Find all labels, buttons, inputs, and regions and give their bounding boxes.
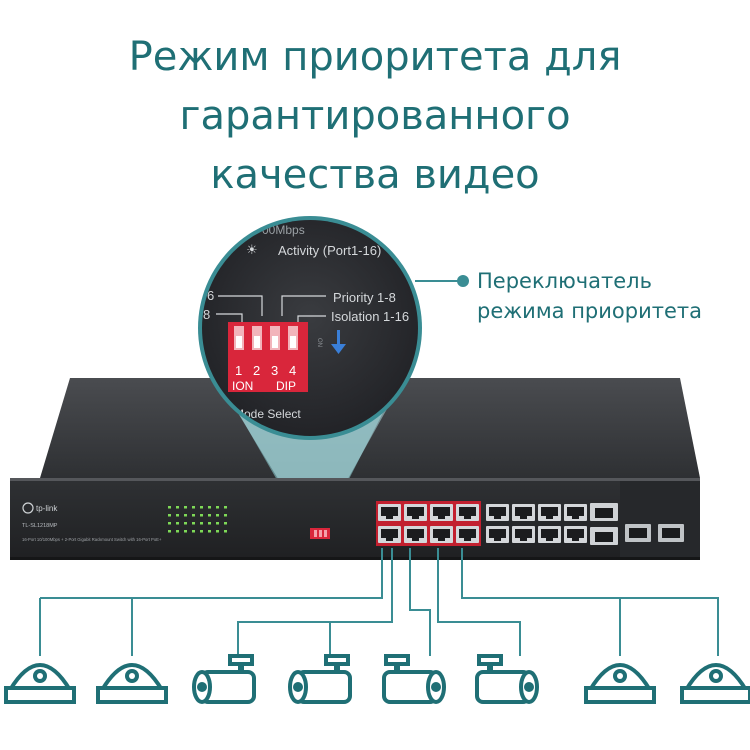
dome-camera-icon [584, 663, 656, 704]
status-led [216, 506, 219, 509]
status-led [184, 522, 187, 525]
dip-number-1: 1 [235, 363, 242, 378]
status-led [176, 514, 179, 517]
wire-bus-right-inner [437, 548, 521, 656]
status-led [208, 514, 211, 517]
status-led [216, 522, 219, 525]
status-led [184, 514, 187, 517]
dip-number-4: 4 [289, 363, 296, 378]
dip-number-3: 3 [271, 363, 278, 378]
dome-camera-icon [96, 663, 168, 704]
status-led [208, 522, 211, 525]
status-led [168, 506, 171, 509]
headline-line-1: Режим приоритета для [128, 34, 622, 80]
headline-line-2: гарантированного [179, 93, 571, 139]
left-number-6: 6 [207, 288, 214, 303]
brand-logo: tp-link [22, 502, 58, 514]
status-led [192, 530, 195, 533]
dip-number-2: 2 [253, 363, 260, 378]
wire-bus-left-outer [39, 548, 383, 656]
wire-bus-left-inner [237, 548, 393, 656]
status-led [208, 530, 211, 533]
uplink-ports [590, 503, 684, 545]
dome-camera-icon [4, 663, 76, 704]
status-led [216, 514, 219, 517]
status-led [176, 506, 179, 509]
dip-side-mark: ON [316, 338, 322, 347]
led-indicators [168, 506, 227, 533]
wire-bus-right-outer [461, 548, 719, 656]
status-led [200, 514, 203, 517]
wire-center [409, 548, 431, 656]
headline-line-3: качества видео [210, 152, 540, 198]
callout-line [415, 280, 459, 282]
priority-label: Priority 1-8 [333, 290, 396, 305]
bullet-camera-icon [382, 654, 446, 704]
ethernet-ports [376, 501, 587, 546]
status-led [224, 530, 227, 533]
status-led [184, 506, 187, 509]
model-text: TL-SL1218MP [22, 523, 58, 529]
status-led [192, 522, 195, 525]
connection-lines [39, 548, 719, 656]
status-led [200, 506, 203, 509]
status-led [224, 506, 227, 509]
bullet-camera-icon [475, 654, 539, 704]
zoom-magnifier: 00Mbps ☀ Activity (Port1-16) 6 8 Priorit… [198, 216, 422, 440]
status-led [208, 506, 211, 509]
callout-line-1: Переключатель [477, 269, 652, 293]
arrow-down-icon [331, 330, 346, 354]
status-led [200, 530, 203, 533]
status-led [168, 514, 171, 517]
status-led [184, 530, 187, 533]
status-led [176, 530, 179, 533]
status-led [224, 514, 227, 517]
status-led [200, 522, 203, 525]
mode-select-label: Mode Select [234, 407, 301, 421]
left-number-8: 8 [203, 307, 210, 322]
cameras [4, 654, 750, 704]
callout-dot [457, 275, 469, 287]
activity-label: Activity (Port1-16) [278, 243, 381, 258]
dip-dip-label: DIP [276, 379, 296, 393]
zoom-sun-icon: ☀ [246, 242, 258, 257]
dip-switch[interactable]: 1 2 3 4 ION DIP [228, 322, 308, 393]
status-led [168, 522, 171, 525]
callout-text: Переключатель режима приоритета [477, 266, 702, 326]
bullet-camera-icon [288, 654, 352, 704]
isolation-label: Isolation 1-16 [331, 309, 409, 324]
headline: Режим приоритета для гарантированного ка… [0, 28, 750, 205]
dip-on-label: ION [232, 379, 253, 393]
status-led [192, 506, 195, 509]
status-led [224, 522, 227, 525]
callout-line-2: режима приоритета [477, 299, 702, 323]
dome-camera-icon [680, 663, 750, 704]
status-led [192, 514, 195, 517]
description-text: 16-Port 10/100Mbps + 2-Port Gigabit Rack… [22, 537, 162, 542]
bullet-camera-icon [192, 654, 256, 704]
brand-text: tp-link [36, 504, 58, 513]
status-led [176, 522, 179, 525]
status-led [168, 530, 171, 533]
status-led [216, 530, 219, 533]
switch-front-panel: tp-link TL-SL1218MP 16-Port 10/100Mbps +… [10, 478, 700, 560]
